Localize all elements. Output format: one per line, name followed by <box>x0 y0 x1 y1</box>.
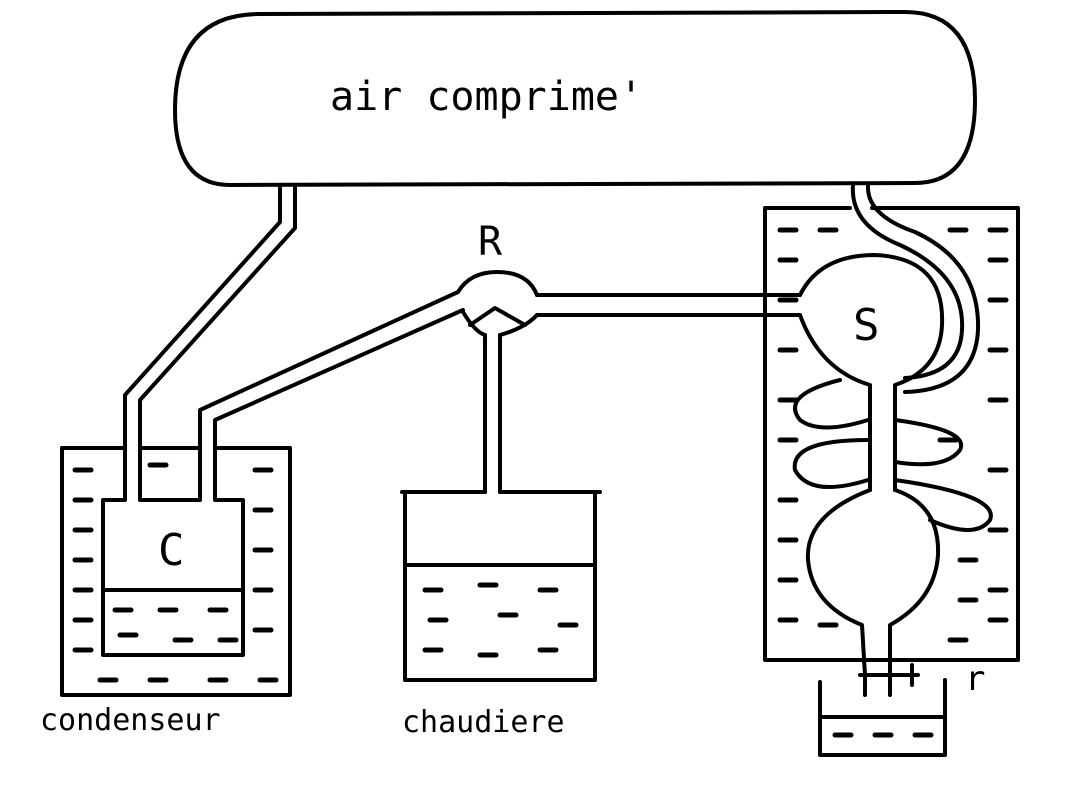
condenser-vessel-label: C <box>158 525 185 576</box>
pipe-valve-to-separator <box>535 293 802 317</box>
valve-label: R <box>478 219 503 265</box>
tap-r[interactable] <box>858 663 920 697</box>
pipe-valve-to-boiler <box>483 333 502 494</box>
separator-s <box>798 253 945 677</box>
condenser-vessel <box>101 483 245 657</box>
separator-bath <box>763 206 1020 662</box>
condenser-label: condenseur <box>40 703 221 738</box>
compressed-air-tank <box>173 10 977 187</box>
liquid-dashes <box>72 227 1009 738</box>
cooling-coil <box>792 378 993 532</box>
valve-r <box>456 270 539 337</box>
pipe-tank-to-separator <box>850 183 981 394</box>
tank-label: air comprime' <box>330 74 643 120</box>
pipe-tank-to-condenser <box>123 184 297 487</box>
collection-beaker <box>818 678 947 757</box>
boiler <box>400 490 602 682</box>
tap-label: r <box>965 659 985 699</box>
separator-label: S <box>853 300 880 351</box>
condenser-bath <box>60 446 292 697</box>
boiler-label: chaudiere <box>402 705 565 740</box>
pipe-condenser-to-valve <box>198 290 465 487</box>
